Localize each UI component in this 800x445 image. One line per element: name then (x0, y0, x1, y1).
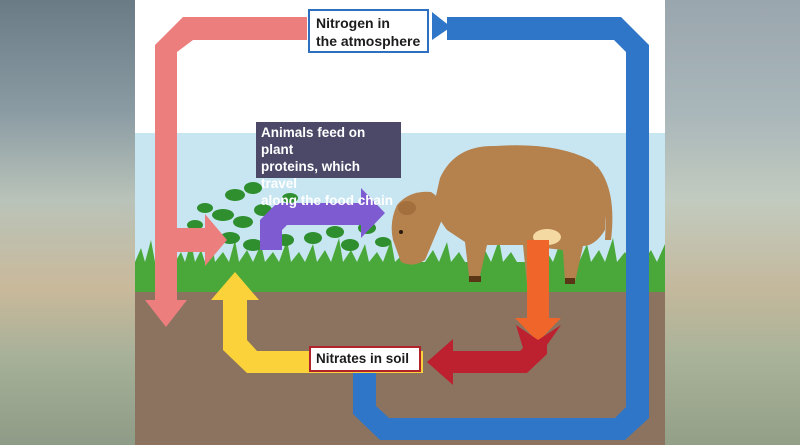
red-arrow (427, 325, 561, 385)
cow-illustration (391, 145, 613, 284)
nitrogen-cycle-diagram: Nitrogen in the atmosphere Animals feed … (135, 0, 665, 445)
cow-hooves (469, 276, 575, 286)
cow-eye (399, 230, 403, 234)
left-blurred-background (0, 0, 135, 445)
soil-nitrates-label: Nitrates in soil (309, 346, 421, 372)
orange-arrow (515, 240, 561, 342)
pink-arrow (145, 17, 307, 327)
atmosphere-label: Nitrogen in the atmosphere (308, 9, 429, 53)
pink-arrow-branch (177, 214, 227, 266)
right-blurred-background (665, 0, 800, 445)
food-chain-note: Animals feed on plant proteins, which tr… (256, 122, 401, 208)
diagram-canvas (135, 12, 665, 445)
purple-arrow (260, 188, 385, 250)
